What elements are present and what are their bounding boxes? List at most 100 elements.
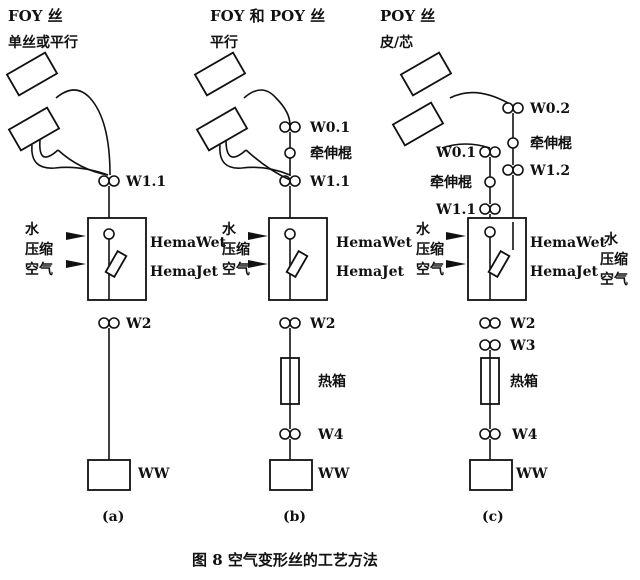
jet-nozzle-c [487, 249, 511, 279]
air-arrow-c-2 [446, 260, 466, 268]
roller-w2-a-left [98, 317, 110, 329]
label-w2-a: W2 [125, 316, 151, 332]
air-arrow-a-1 [66, 232, 86, 240]
roller-w4-c-right [489, 428, 501, 440]
panel-a-header: FOY 丝 [8, 7, 63, 25]
roller-w01-b-left [279, 121, 291, 133]
figure-caption: 图 8 空气变形丝的工艺方法 [192, 551, 378, 569]
supply-bobbin-1 [5, 51, 59, 97]
roller-w2-c-right [489, 317, 501, 329]
roller-w01-c-right [489, 146, 501, 158]
label-w2-c: W2 [509, 316, 535, 332]
draw-roll-c-right [507, 137, 519, 149]
roller-w12-c-left [502, 164, 514, 176]
label-w12-c: W1.2 [529, 163, 570, 179]
label-w2-b: W2 [309, 316, 335, 332]
winder-a [87, 459, 131, 491]
hemawet-c: HemaWet [530, 235, 607, 251]
supply-bobbin-b-2 [195, 106, 249, 152]
air-label-c-right-2: 压缩 [600, 251, 628, 268]
winder-c [469, 459, 513, 491]
yarn-path-1 [55, 89, 111, 176]
hemawet-b: HemaWet [336, 235, 413, 251]
roller-w11-c-left [479, 203, 491, 215]
air-arrow-a-2 [66, 260, 86, 268]
hemawet-a: HemaWet [150, 235, 227, 251]
roller-w3-c-right [489, 339, 501, 351]
air-label-b-1: 水 [222, 221, 237, 238]
panel-a-subheader: 单丝或平行 [8, 34, 78, 51]
caption-b: (b) [283, 509, 306, 525]
winder-b [269, 459, 313, 491]
panel-c: POY 丝 皮/芯 W0.2 牵伸棍 W1.2 W0.1 牵伸棍 W1.1 [379, 7, 628, 525]
label-heater-b: 热箱 [318, 373, 346, 390]
draw-roll-b [284, 147, 296, 159]
panel-a: FOY 丝 单丝或平行 W1.1 水 压缩 空气 HemaWet HemaJet… [5, 7, 227, 525]
roller-w2-b-left [279, 317, 291, 329]
label-heater-c: 热箱 [510, 373, 538, 390]
label-draw-roll-c-left: 牵伸棍 [430, 174, 472, 191]
panel-c-subheader: 皮/芯 [379, 34, 413, 51]
label-draw-roll-b: 牵伸棍 [310, 145, 352, 162]
roller-w4-c-left [479, 428, 491, 440]
roller-w4-b-left [279, 428, 291, 440]
roller-w2-a-right [108, 317, 120, 329]
supply-bobbin-c-2 [391, 101, 445, 147]
supply-bobbin-b-1 [193, 51, 247, 97]
roller-w11-c-right [489, 203, 501, 215]
roller-w2-c-left [479, 317, 491, 329]
roller-w01-c-left [479, 146, 491, 158]
air-label-a-2: 压缩 [25, 241, 53, 258]
caption-c: (c) [482, 509, 504, 525]
roller-w2-b-right [289, 317, 301, 329]
label-w11-b: W1.1 [309, 174, 350, 190]
roller-w11-b-right [289, 175, 301, 187]
panel-b: FOY 和 POY 丝 平行 W0.1 牵伸棍 W1.1 水 压缩 空气 Hem… [193, 7, 413, 525]
label-w3-c: W3 [509, 338, 535, 354]
panel-c-header: POY 丝 [380, 7, 435, 25]
label-w01-c: W0.1 [435, 145, 476, 161]
air-label-b-2: 压缩 [222, 241, 250, 258]
supply-bobbin-2 [7, 106, 61, 152]
air-label-c-right-3: 空气 [600, 271, 628, 288]
roller-w11-right [108, 175, 120, 187]
panel-b-subheader: 平行 [210, 34, 238, 51]
roller-w3-c-left [479, 339, 491, 351]
jet-nozzle-b [285, 249, 309, 279]
roller-w02-c-left [502, 102, 514, 114]
air-label-a-3: 空气 [25, 261, 53, 278]
air-label-c-left-3: 空气 [416, 261, 444, 278]
roller-w02-c-right [512, 102, 524, 114]
label-w01-b: W0.1 [309, 120, 350, 136]
yarn-path-2 [39, 139, 109, 176]
roller-w4-b-right [289, 428, 301, 440]
air-arrow-b-1 [248, 232, 268, 240]
air-label-a-1: 水 [25, 221, 40, 238]
air-label-c-left-2: 压缩 [416, 241, 444, 258]
panel-b-header: FOY 和 POY 丝 [210, 7, 325, 25]
air-arrow-b-2 [248, 260, 268, 268]
roller-w01-b-right [289, 121, 301, 133]
label-ww-b: WW [317, 466, 350, 482]
air-label-c-right-1: 水 [604, 231, 619, 248]
label-w11: W1.1 [125, 174, 166, 190]
air-label-c-left-1: 水 [416, 221, 431, 238]
label-w4-b: W4 [317, 427, 344, 443]
label-draw-roll-c-right: 牵伸棍 [530, 135, 572, 152]
roller-w12-c-right [512, 164, 524, 176]
label-w11-c: W1.1 [435, 202, 476, 218]
hemajet-c: HemaJet [530, 264, 599, 280]
jet-nozzle-a [104, 249, 128, 279]
hemajet-a: HemaJet [150, 264, 219, 280]
caption-a: (a) [102, 509, 124, 525]
roller-w11-left [98, 175, 110, 187]
draw-roll-c-left [484, 176, 496, 188]
label-w4-c: W4 [511, 427, 538, 443]
air-label-b-3: 空气 [222, 261, 250, 278]
label-w02-c: W0.2 [529, 101, 570, 117]
supply-bobbin-c-1 [399, 51, 453, 97]
label-ww-a: WW [137, 466, 170, 482]
hemajet-b: HemaJet [336, 264, 405, 280]
